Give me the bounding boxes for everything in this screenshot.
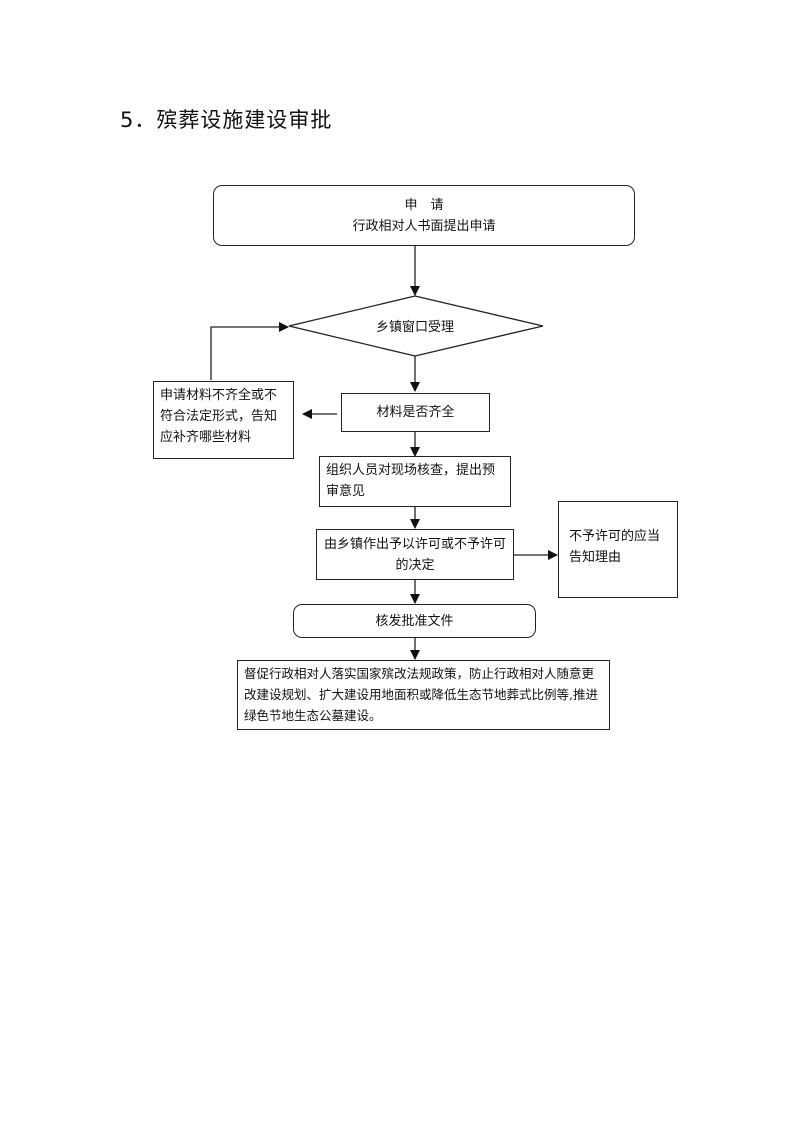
- apply-heading: 申 请: [404, 197, 444, 213]
- incomplete-node: 申请材料不齐全或不符合法定形式，告知应补齐哪些材料: [153, 381, 294, 459]
- apply-text: 行政相对人书面提出申请: [352, 218, 496, 234]
- decision-node: 由乡镇作出予以许可或不予许可的决定: [316, 529, 514, 580]
- apply-node: 申 请 行政相对人书面提出申请: [213, 185, 635, 246]
- reject-node: 不予许可的应当告知理由: [558, 501, 678, 598]
- check-materials-text: 材料是否齐全: [376, 405, 455, 420]
- decision-text: 由乡镇作出予以许可或不予许可的决定: [323, 536, 506, 573]
- accept-label: 乡镇窗口受理: [375, 320, 454, 335]
- issue-text: 核发批准文件: [375, 613, 454, 629]
- check-materials-node: 材料是否齐全: [341, 393, 490, 432]
- issue-node: 核发批准文件: [293, 604, 536, 638]
- supervise-text: 督促行政相对人落实国家殡改法规政策，防止行政相对人随意更改建设规划、扩大建设用地…: [244, 666, 598, 723]
- site-check-node: 组织人员对现场核查，提出预审意见: [319, 456, 511, 507]
- page-title: 5．殡葬设施建设审批: [120, 108, 333, 132]
- site-check-text: 组织人员对现场核查，提出预审意见: [326, 463, 496, 499]
- arrow-incomplete-to-accept: [210, 322, 289, 380]
- reject-text: 不予许可的应当告知理由: [569, 529, 661, 565]
- supervise-node: 督促行政相对人落实国家殡改法规政策，防止行政相对人随意更改建设规划、扩大建设用地…: [237, 660, 610, 730]
- incomplete-text: 申请材料不齐全或不符合法定形式，告知应补齐哪些材料: [160, 388, 278, 445]
